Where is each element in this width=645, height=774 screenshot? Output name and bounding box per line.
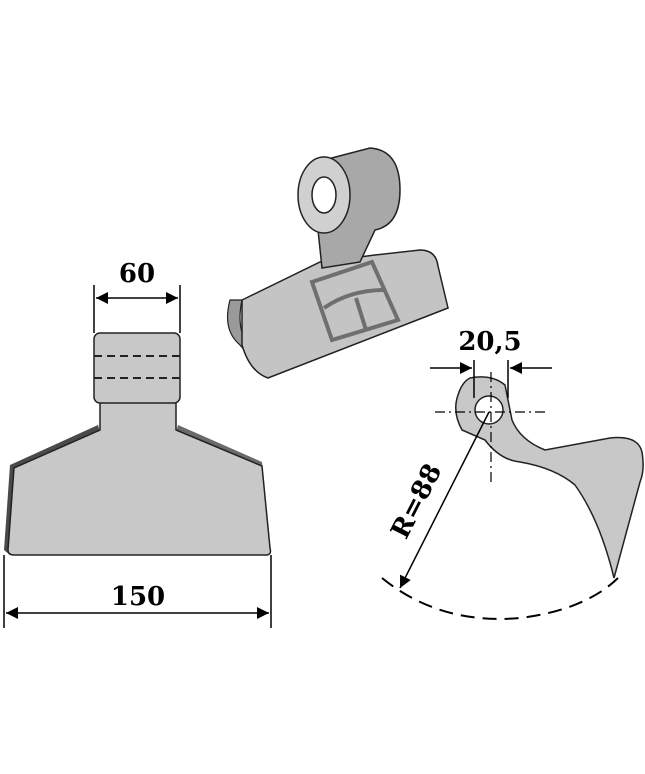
isometric-view xyxy=(227,147,450,379)
dim-label-radius: R=88 xyxy=(385,459,448,544)
blade-shadow xyxy=(4,425,100,555)
side-bore xyxy=(474,395,504,425)
dim-label-60: 60 xyxy=(119,259,155,289)
logo-mark-icon xyxy=(309,259,401,343)
front-view: 60 150 xyxy=(3,259,272,628)
hub xyxy=(93,332,181,404)
iso-hub-bore xyxy=(311,176,337,214)
side-view: 20,5 R=88 xyxy=(381,327,644,620)
blade-shadow-right xyxy=(176,425,270,552)
dim-label-150: 150 xyxy=(111,582,165,612)
iso-blade-face xyxy=(241,249,449,379)
radius-line xyxy=(399,411,490,589)
dim-label-20-5: 20,5 xyxy=(458,327,521,357)
swing-arc xyxy=(381,577,619,620)
side-blade-profile xyxy=(455,376,644,579)
blade-body xyxy=(7,399,272,556)
